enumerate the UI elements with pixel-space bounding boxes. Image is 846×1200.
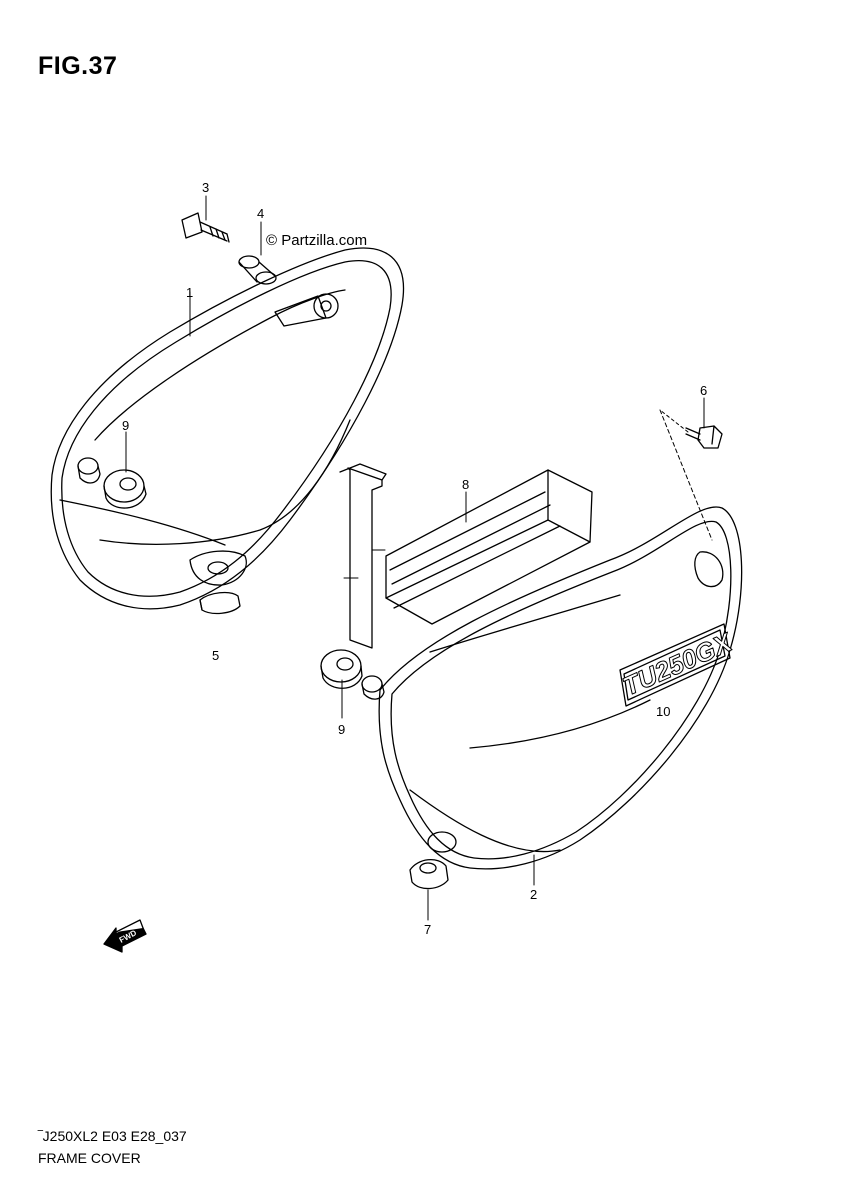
leader-lines: [125, 195, 713, 921]
grommet-9-right: [320, 649, 363, 689]
callout-7: 7: [424, 922, 431, 937]
grommet-9-left: [103, 469, 147, 509]
watermark-text: © Partzilla.com: [266, 232, 367, 249]
callout-8: 8: [462, 477, 469, 492]
pad-8: [339, 463, 593, 649]
bolt-3: [181, 212, 230, 243]
callout-9-left: 9: [122, 418, 129, 433]
emblem-text: TU250GX: [618, 626, 737, 701]
peg-right: [361, 675, 385, 700]
callout-9-right: 9: [338, 722, 345, 737]
callout-5: 5: [212, 648, 219, 663]
callout-4: 4: [257, 206, 264, 221]
damper-5: [199, 591, 241, 615]
collar-4: [238, 255, 277, 285]
figure-title: FIG.37: [38, 52, 118, 80]
grommet-7: [409, 859, 449, 890]
callout-1: 1: [186, 285, 193, 300]
bolt-6: [685, 425, 723, 449]
left-frame-cover: [50, 247, 405, 610]
callout-6: 6: [700, 383, 707, 398]
diagram-code: ‾J250XL2 E03 E28_037: [38, 1128, 187, 1144]
callout-10: 10: [656, 704, 670, 719]
diagram-name: FRAME COVER: [38, 1150, 141, 1166]
callout-2: 2: [530, 887, 537, 902]
callout-3: 3: [202, 180, 209, 195]
fwd-arrow-icon: FWD: [103, 919, 147, 953]
callout-labels: 3 4 1 9 6 8 5 10 9 2 7: [122, 180, 707, 937]
right-frame-cover: TU250GX: [378, 506, 743, 870]
